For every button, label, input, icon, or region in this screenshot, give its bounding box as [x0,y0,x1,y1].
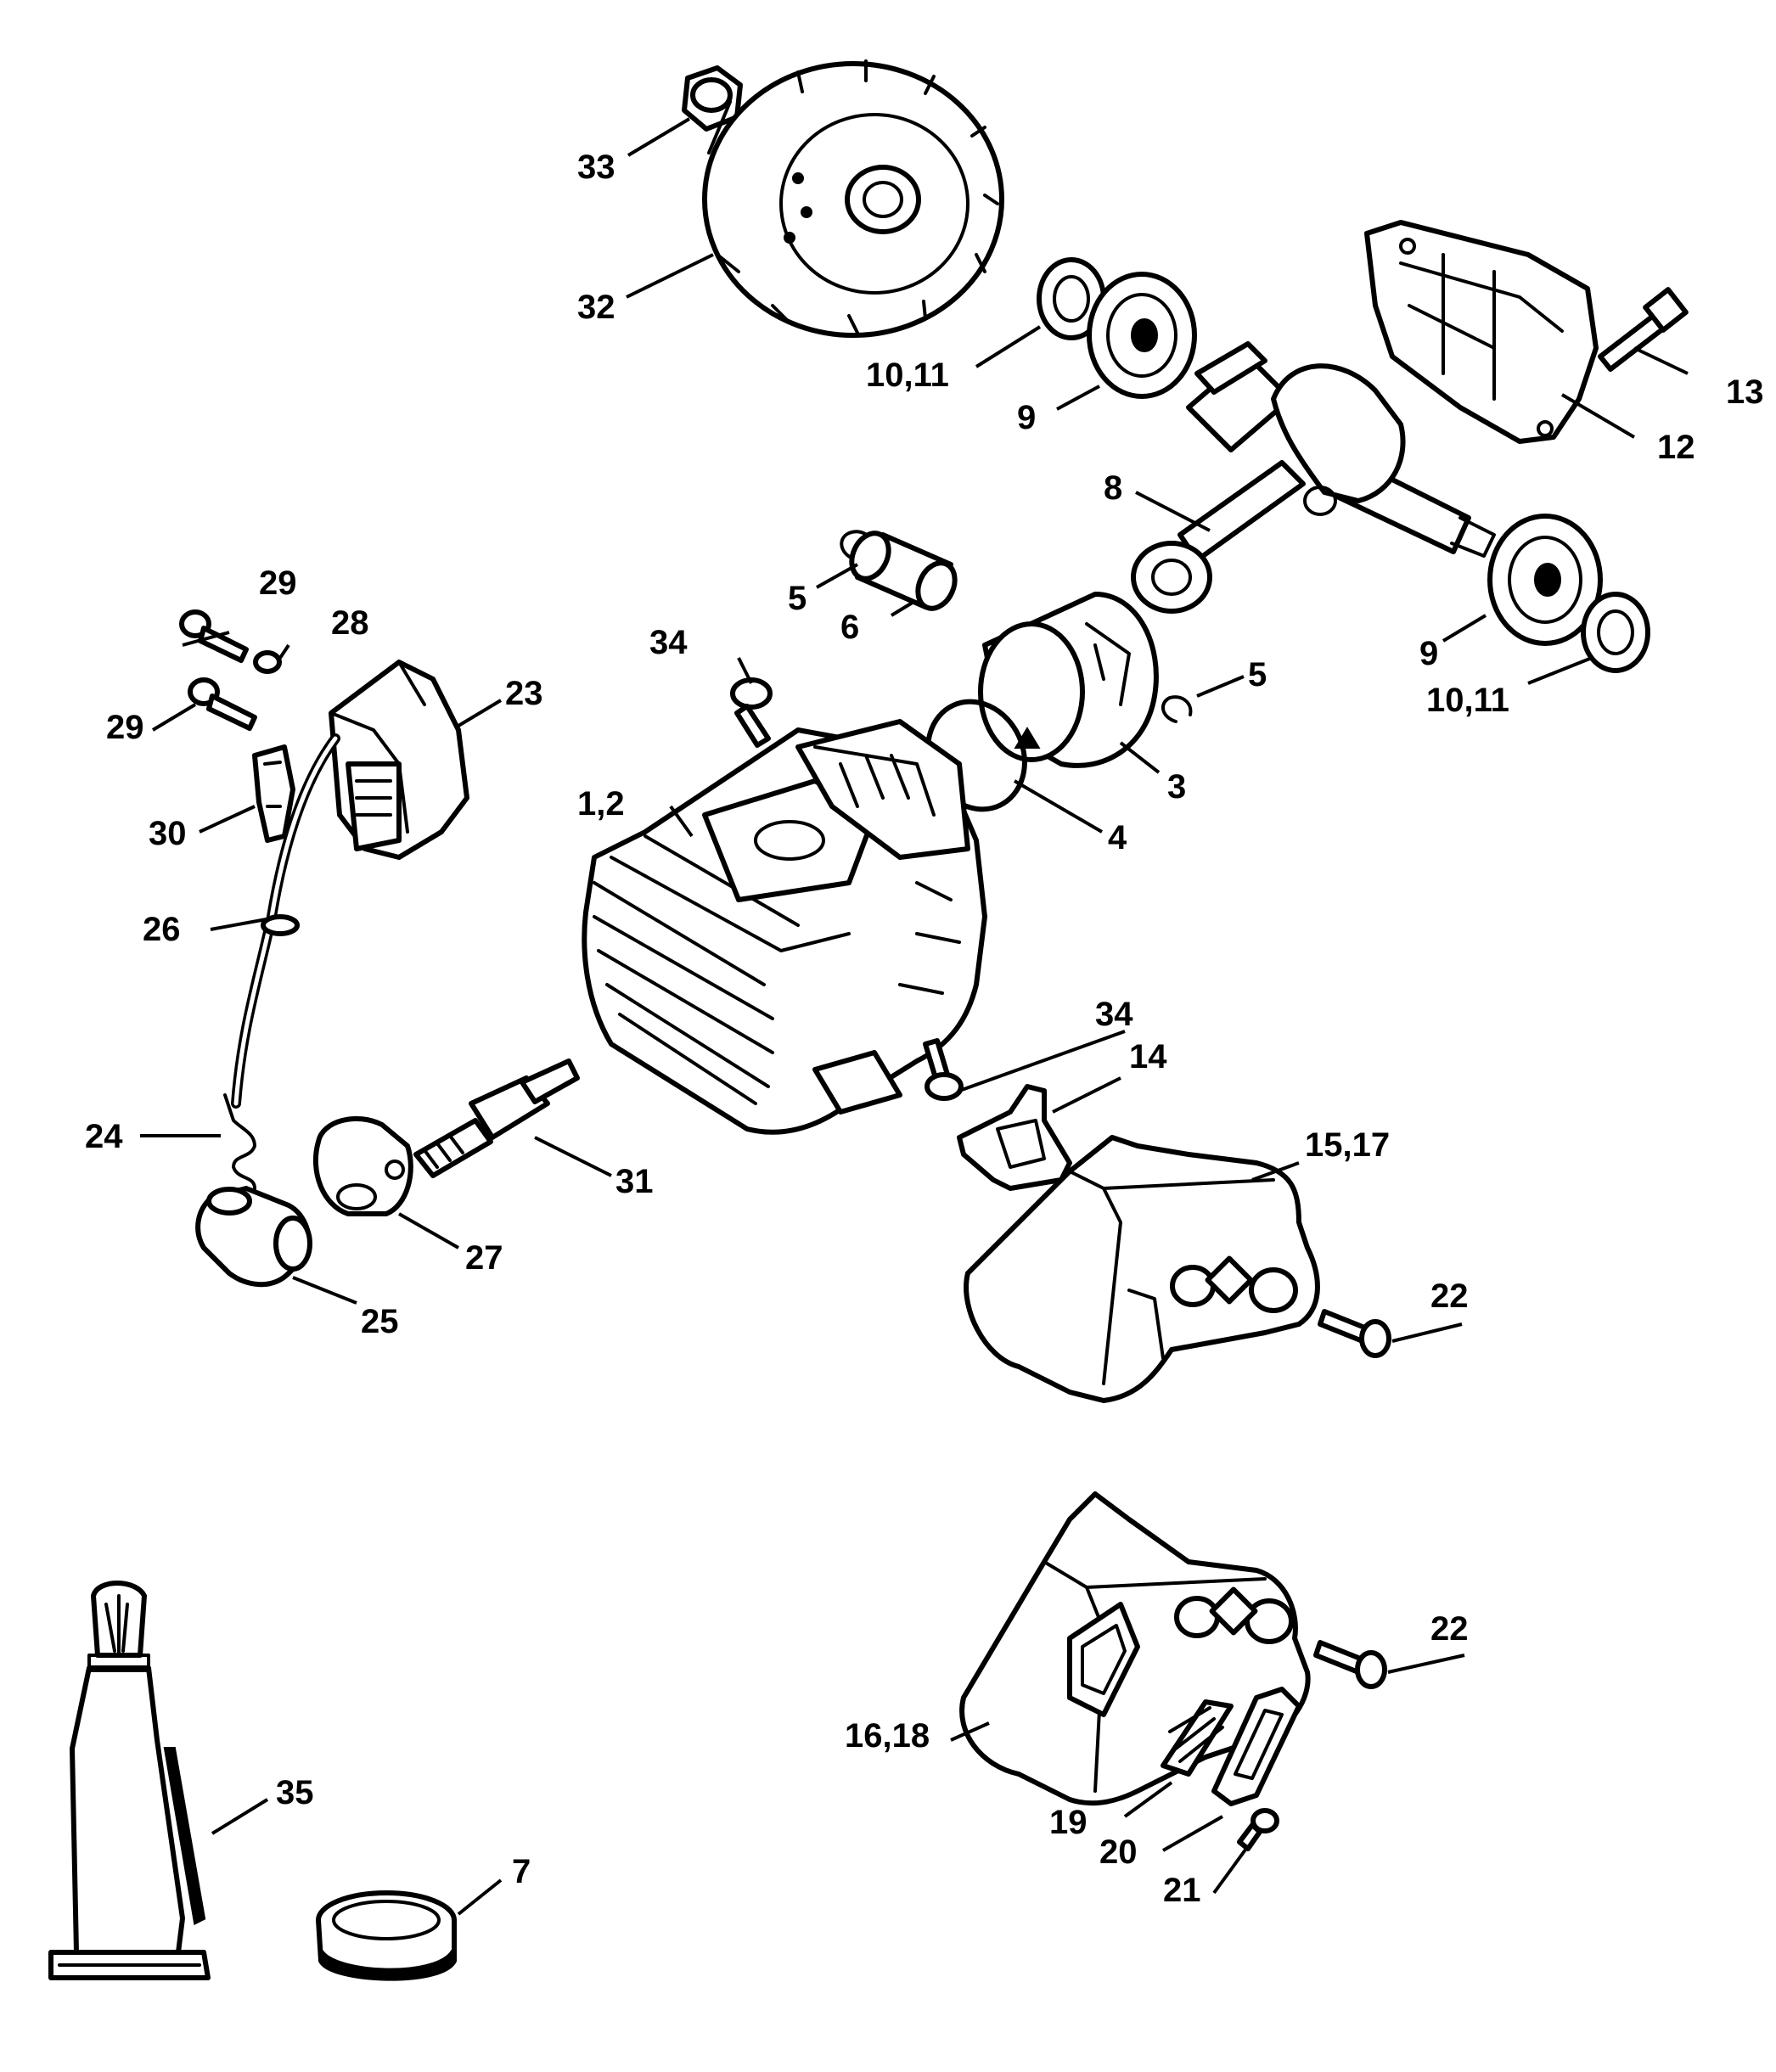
callout-28: 28 [331,604,369,642]
callout-3: 3 [1167,768,1186,806]
callout-6: 6 [840,609,859,646]
callout-22-upper: 22 [1430,1277,1469,1315]
part-9-bearing-lower [1487,514,1603,646]
callout-33: 33 [577,149,615,186]
part-34-screw-upper [730,677,773,748]
callout-5-right: 5 [1248,656,1267,693]
callout-30: 30 [149,815,187,852]
callout-22-lower: 22 [1430,1610,1469,1648]
callout-9-upper: 9 [1017,399,1036,436]
callout-7: 7 [512,1853,531,1890]
callout-20: 20 [1099,1833,1138,1871]
callout-29-upper: 29 [259,564,297,602]
part-3-piston [978,592,1159,768]
callout-5-upper: 5 [788,580,807,617]
part-7-ring-sleeve [316,1890,457,1981]
callout-labels: 33 32 10,11 9 13 12 8 5 6 9 10,11 5 3 4 … [85,149,1764,1909]
part-35-grease-tube [48,1581,211,1980]
part-21-screw [1237,1808,1279,1851]
callout-10-11-upper: 10,11 [866,357,949,394]
callout-16-18: 16,18 [845,1717,930,1755]
callout-29-lower: 29 [106,709,144,746]
leader-lines [140,117,1689,1916]
callout-25: 25 [361,1303,399,1340]
part-22-screw-upper [1318,1309,1391,1358]
part-29-screw-lower [188,677,257,731]
part-10-11-seal-lower [1581,592,1650,673]
callout-1-2: 1,2 [577,785,625,823]
callout-21: 21 [1163,1872,1201,1909]
callout-32: 32 [577,289,615,326]
callout-24: 24 [85,1118,123,1155]
part-6-piston-pin [849,531,958,611]
callout-34-lower: 34 [1095,996,1133,1033]
part-22-screw-lower [1313,1640,1387,1689]
part-24-spring [223,1093,256,1190]
part-5-circlip-right [1161,695,1193,723]
callout-26: 26 [143,911,181,948]
callout-4: 4 [1108,819,1127,856]
part-15-17-muffler [964,1135,1320,1403]
part-31-spark-plug [413,1058,580,1178]
part-9-bearing-upper [1087,272,1197,399]
part-30-clip [252,744,295,843]
part-19-screen [1161,1699,1234,1777]
callout-14: 14 [1129,1038,1167,1075]
part-23-ignition-module [329,660,469,860]
callout-13: 13 [1726,373,1764,411]
callout-8: 8 [1104,469,1122,507]
part-14-gasket [957,1084,1072,1191]
callout-31: 31 [615,1163,654,1200]
part-13-screw [1598,287,1689,372]
part-32-flywheel [702,59,1004,338]
part-20-cover-plate [1211,1687,1301,1806]
callout-15-17: 15,17 [1305,1126,1390,1164]
callout-34-upper: 34 [649,624,688,661]
part-27-boot-cap [312,1116,413,1216]
part-1-2-cylinder [582,719,987,1135]
callout-27: 27 [465,1239,503,1277]
part-12-crankcase [1364,220,1599,444]
part-25-spark-plug-boot [195,1186,312,1288]
callout-19: 19 [1049,1804,1088,1841]
callout-10-11-lower: 10,11 [1426,682,1509,719]
callout-35: 35 [276,1774,314,1811]
part-8-crankshaft [1131,341,1496,614]
callout-9-lower: 9 [1419,635,1438,672]
callout-23: 23 [505,675,543,712]
part-28-washer [253,650,282,674]
part-34-screw-lower [923,1038,964,1101]
callout-12: 12 [1657,429,1695,466]
